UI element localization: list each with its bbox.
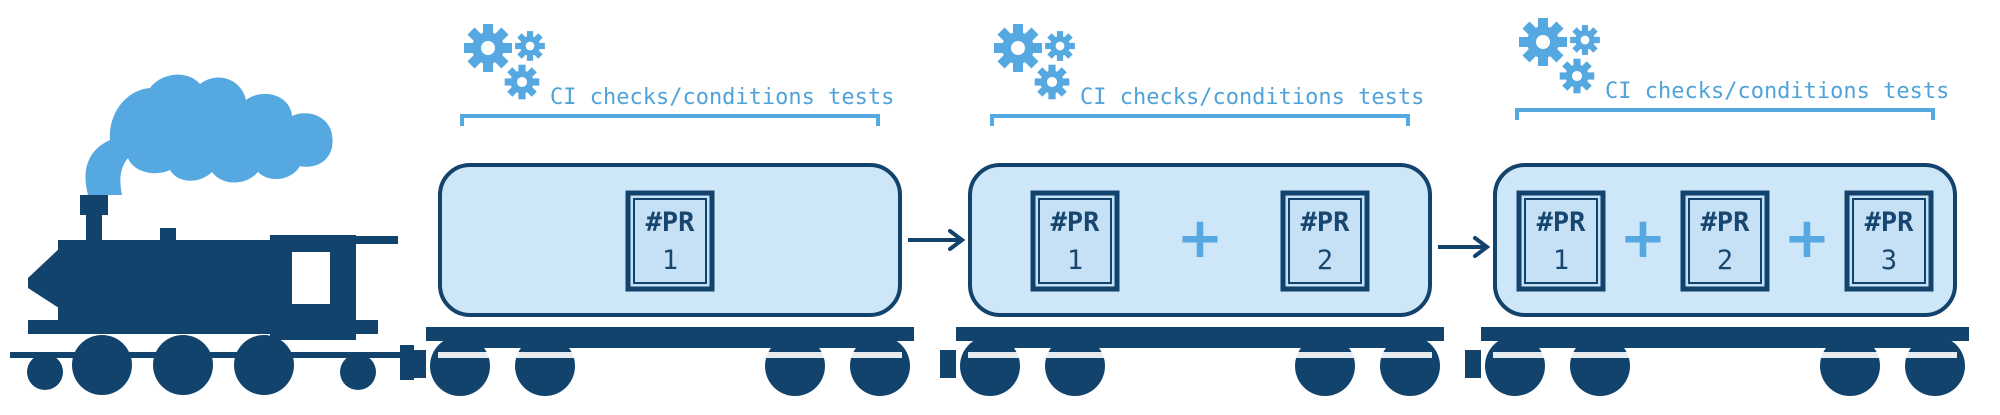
car-wheel bbox=[850, 336, 910, 396]
coupler bbox=[940, 350, 956, 378]
plus-icon: + bbox=[1620, 206, 1667, 271]
pr-tag: #PR bbox=[1537, 207, 1587, 238]
car-wheel bbox=[1045, 336, 1105, 396]
train-car-3: CI checks/conditions tests #PR 1 + #PR 2 + #PR 3 bbox=[1465, 18, 1969, 396]
car-wheel bbox=[960, 336, 1020, 396]
pr-tag: #PR bbox=[1301, 207, 1351, 238]
pr-card: #PR 1 bbox=[1030, 190, 1120, 292]
ci-bracket bbox=[990, 114, 1410, 126]
pr-card: #PR 1 bbox=[625, 190, 715, 292]
pr-tag: #PR bbox=[1865, 207, 1915, 238]
pr-number: 1 bbox=[662, 245, 678, 276]
car-wheel bbox=[430, 336, 490, 396]
pr-number: 1 bbox=[1067, 245, 1083, 276]
car-chassis bbox=[426, 327, 914, 341]
pr-tag: #PR bbox=[1051, 207, 1101, 238]
pr-tag: #PR bbox=[1701, 207, 1751, 238]
coupler bbox=[1465, 350, 1481, 378]
ci-checks-label: CI checks/conditions tests bbox=[1605, 79, 1949, 104]
car-wheel bbox=[515, 336, 575, 396]
ci-checks-label: CI checks/conditions tests bbox=[550, 85, 894, 110]
car-wheel bbox=[1820, 336, 1880, 396]
right-arrow-icon bbox=[908, 229, 966, 251]
plus-icon: + bbox=[1177, 206, 1224, 271]
pr-card: #PR 2 bbox=[1680, 190, 1770, 292]
pr-number: 2 bbox=[1317, 245, 1333, 276]
smoke-cloud-icon bbox=[85, 74, 333, 195]
pr-number: 1 bbox=[1553, 245, 1569, 276]
ci-bracket bbox=[1515, 108, 1935, 120]
pr-card: #PR 1 bbox=[1516, 190, 1606, 292]
car-wheel bbox=[1485, 336, 1545, 396]
gears-icon bbox=[464, 24, 545, 100]
car-chassis bbox=[1481, 327, 1969, 341]
coupler bbox=[410, 350, 426, 378]
gears-icon bbox=[994, 24, 1075, 100]
steam-locomotive-icon bbox=[10, 74, 414, 395]
train-car-1: CI checks/conditions tests #PR 1 bbox=[410, 24, 914, 396]
car-wheel bbox=[1380, 336, 1440, 396]
gears-icon bbox=[1519, 18, 1600, 94]
ci-bracket bbox=[460, 114, 880, 126]
ci-checks-label: CI checks/conditions tests bbox=[1080, 85, 1424, 110]
plus-icon: + bbox=[1784, 206, 1831, 271]
right-arrow-icon bbox=[1438, 236, 1491, 258]
car-wheel bbox=[1570, 336, 1630, 396]
pr-card: #PR 2 bbox=[1280, 190, 1370, 292]
car-wheel bbox=[765, 336, 825, 396]
pr-number: 3 bbox=[1881, 245, 1897, 276]
car-wheel bbox=[1905, 336, 1965, 396]
pr-tag: #PR bbox=[646, 207, 696, 238]
car-wheel bbox=[1295, 336, 1355, 396]
car-chassis bbox=[956, 327, 1444, 341]
train-car-2: CI checks/conditions tests #PR 1 + #PR 2 bbox=[940, 24, 1444, 396]
pr-number: 2 bbox=[1717, 245, 1733, 276]
pr-card: #PR 3 bbox=[1844, 190, 1934, 292]
